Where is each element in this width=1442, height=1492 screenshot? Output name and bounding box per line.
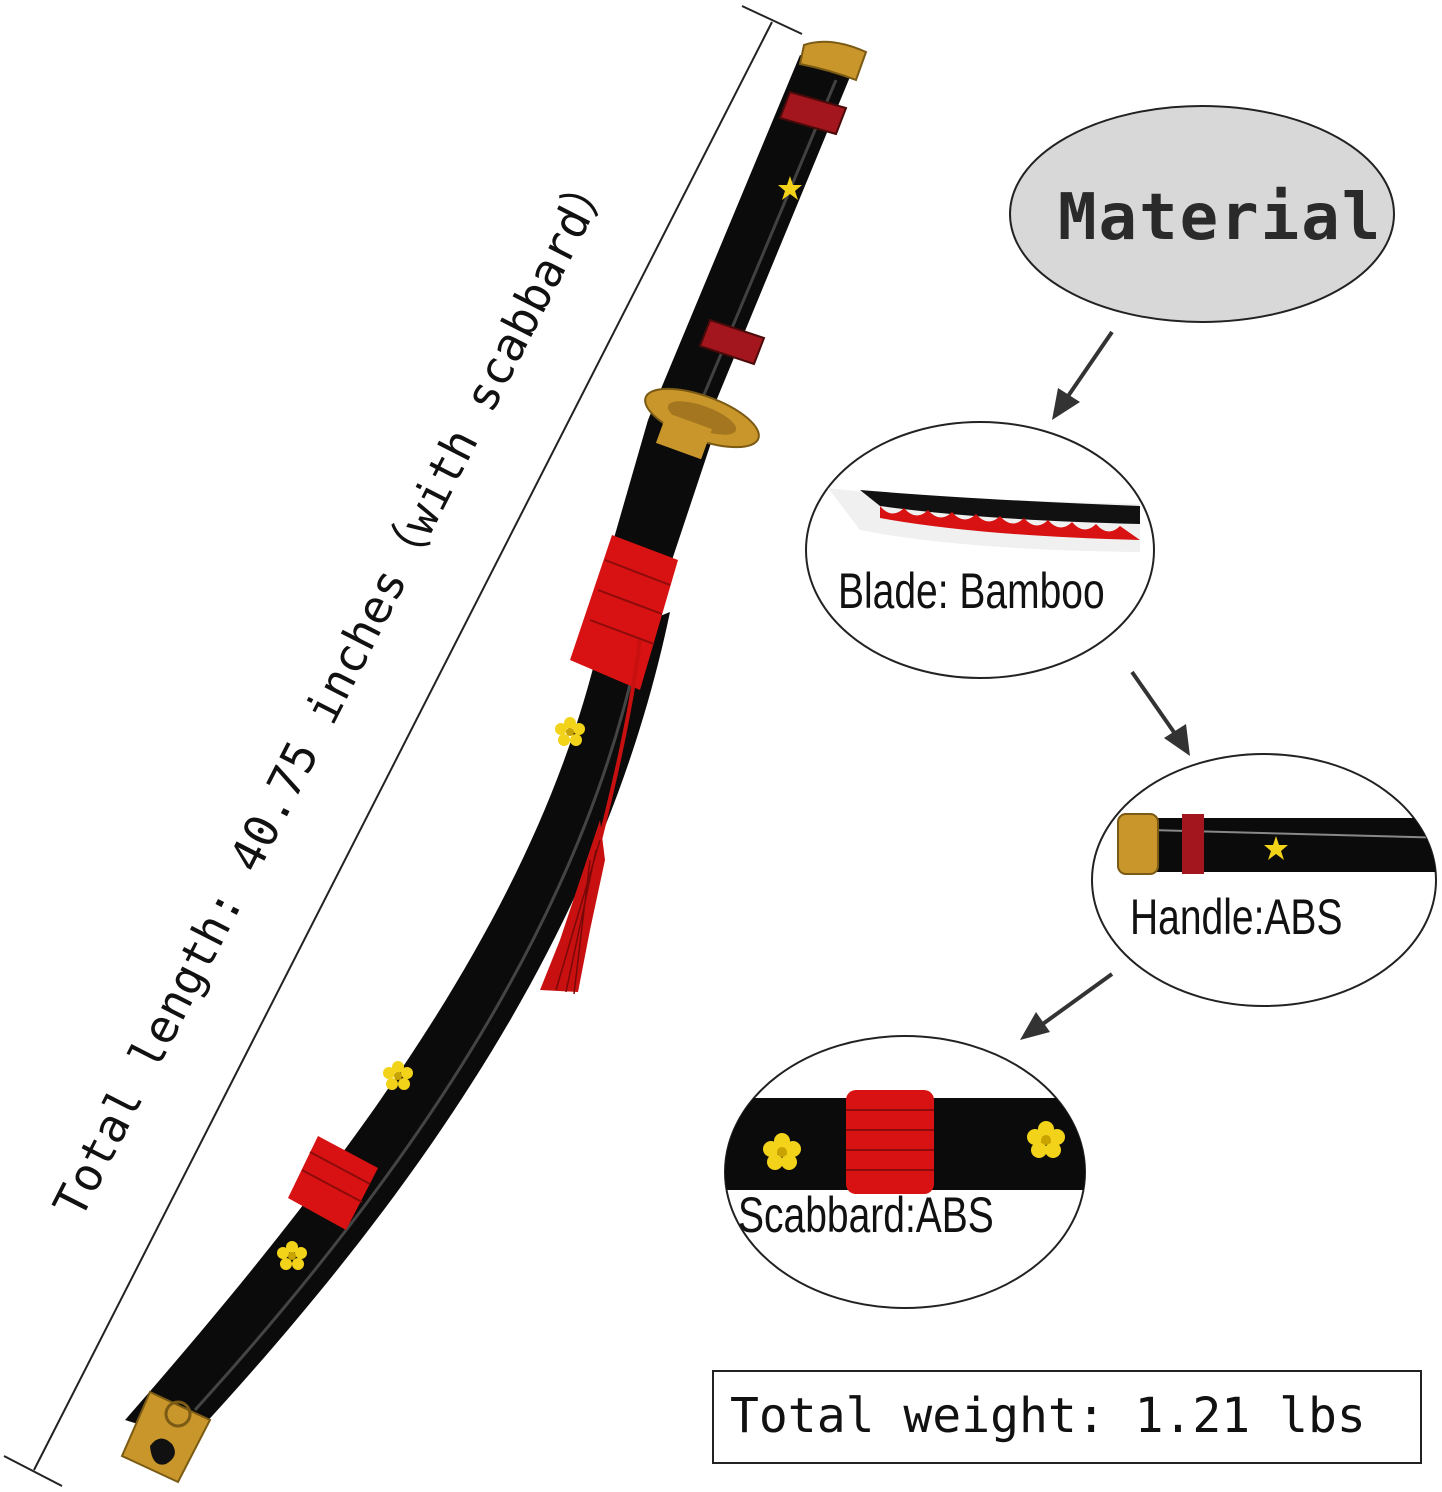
handle-bubble (1091, 753, 1437, 1007)
handle-band-mid (698, 318, 766, 366)
handle-material-label: Handle:ABS (1130, 889, 1343, 945)
flower-icon (763, 1133, 801, 1170)
scabbard-end-cap (120, 1390, 212, 1484)
sword-guard (644, 387, 760, 460)
star-icon (1264, 836, 1288, 860)
blade-bubble (805, 421, 1155, 679)
measurement-line (3, 5, 803, 1487)
pommel-cap (798, 40, 868, 82)
material-title: Material (1058, 181, 1383, 255)
flower-icon (383, 1061, 413, 1090)
total-weight-label: Total weight: 1.21 lbs (730, 1388, 1366, 1444)
flower-icon (555, 717, 585, 746)
flower-icon (1027, 1121, 1065, 1158)
scabbard-material-label: Scabbard:ABS (738, 1187, 994, 1243)
handle-closeup (1117, 813, 1436, 875)
handle-body (648, 55, 852, 440)
arrow-icon (1020, 972, 1114, 1040)
tassel (540, 639, 642, 995)
handle-star-icon (778, 176, 802, 200)
weight-box (712, 1370, 1422, 1464)
handle-band-top (778, 90, 848, 136)
scabbard-closeup (725, 1090, 1085, 1194)
arrow-icon (1052, 330, 1114, 420)
flower-icon (277, 1241, 307, 1270)
scabbard-body (125, 612, 670, 1440)
blade-material-label: Blade: Bamboo (838, 563, 1105, 619)
cord-wrap-lower (288, 1136, 378, 1230)
arrow-icon (1130, 670, 1190, 756)
blade-closeup (828, 488, 1140, 552)
material-bubble (1009, 105, 1395, 323)
cord-wrap-upper (570, 535, 678, 690)
